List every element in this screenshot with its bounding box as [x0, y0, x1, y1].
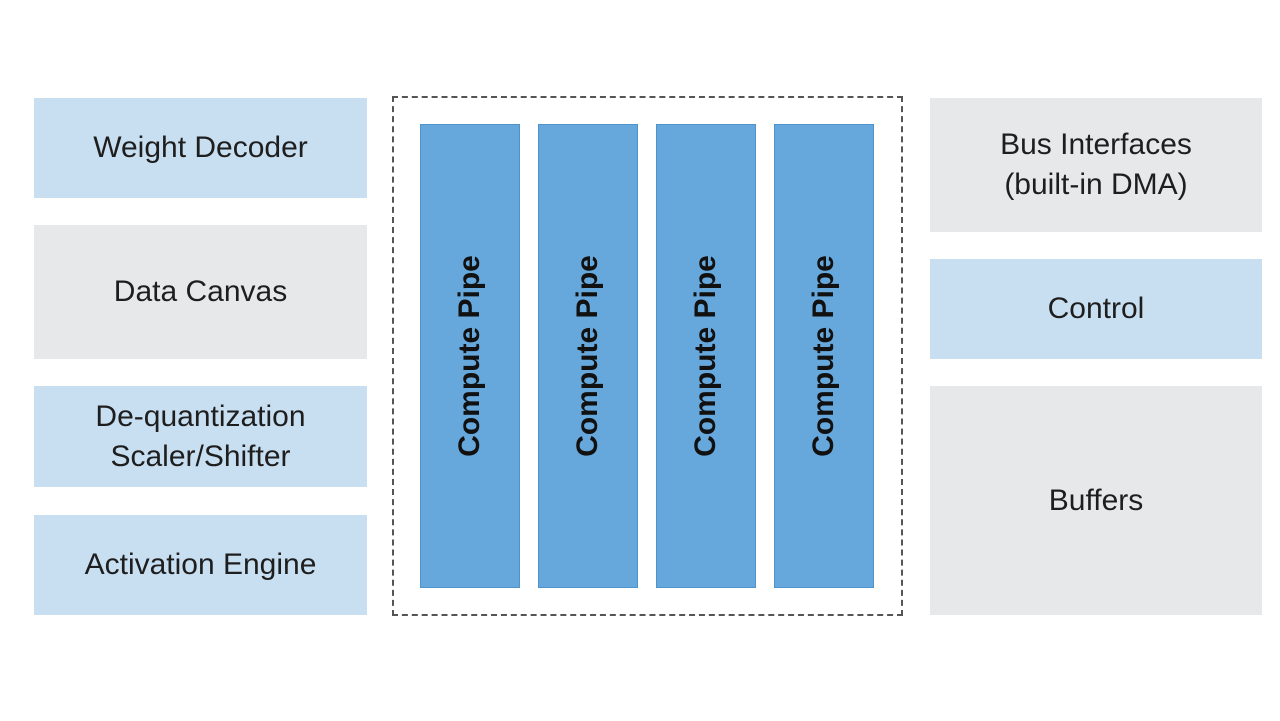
- buffers-label: Buffers: [1048, 483, 1144, 517]
- bus-interfaces-label-line2: (built-in DMA): [1004, 168, 1188, 201]
- compute-pipe-3: Compute Pipe: [656, 124, 756, 588]
- data-canvas-label: Data Canvas: [113, 275, 288, 308]
- compute-pipe-3-label: Compute Pipe: [689, 255, 722, 457]
- weight-decoder-block: Weight Decoder: [34, 98, 367, 198]
- weight-decoder-label: Weight Decoder: [93, 131, 308, 164]
- control-block: Control: [930, 259, 1262, 359]
- bus-interfaces-block: Bus Interfaces (built-in DMA): [930, 98, 1262, 232]
- data-canvas-block: Data Canvas: [34, 225, 367, 359]
- compute-pipe-4: Compute Pipe: [774, 124, 874, 588]
- activation-engine-block: Activation Engine: [34, 515, 367, 615]
- dequantization-label-line2: Scaler/Shifter: [110, 439, 291, 473]
- compute-pipe-2-label: Compute Pipe: [571, 255, 604, 457]
- buffers-block: Buffers: [930, 386, 1262, 615]
- compute-pipe-4-label: Compute Pipe: [807, 255, 840, 457]
- control-label: Control: [1047, 292, 1145, 325]
- compute-array-frame: [392, 96, 903, 616]
- dequantization-block: De-quantization Scaler/Shifter: [34, 386, 367, 487]
- bus-interfaces-label-line1: Bus Interfaces: [1000, 128, 1192, 161]
- compute-pipe-2: Compute Pipe: [538, 124, 638, 588]
- compute-pipe-1-label: Compute Pipe: [453, 255, 486, 457]
- activation-engine-label: Activation Engine: [84, 548, 317, 581]
- compute-pipe-1: Compute Pipe: [420, 124, 520, 588]
- dequantization-label-line1: De-quantization: [95, 399, 306, 433]
